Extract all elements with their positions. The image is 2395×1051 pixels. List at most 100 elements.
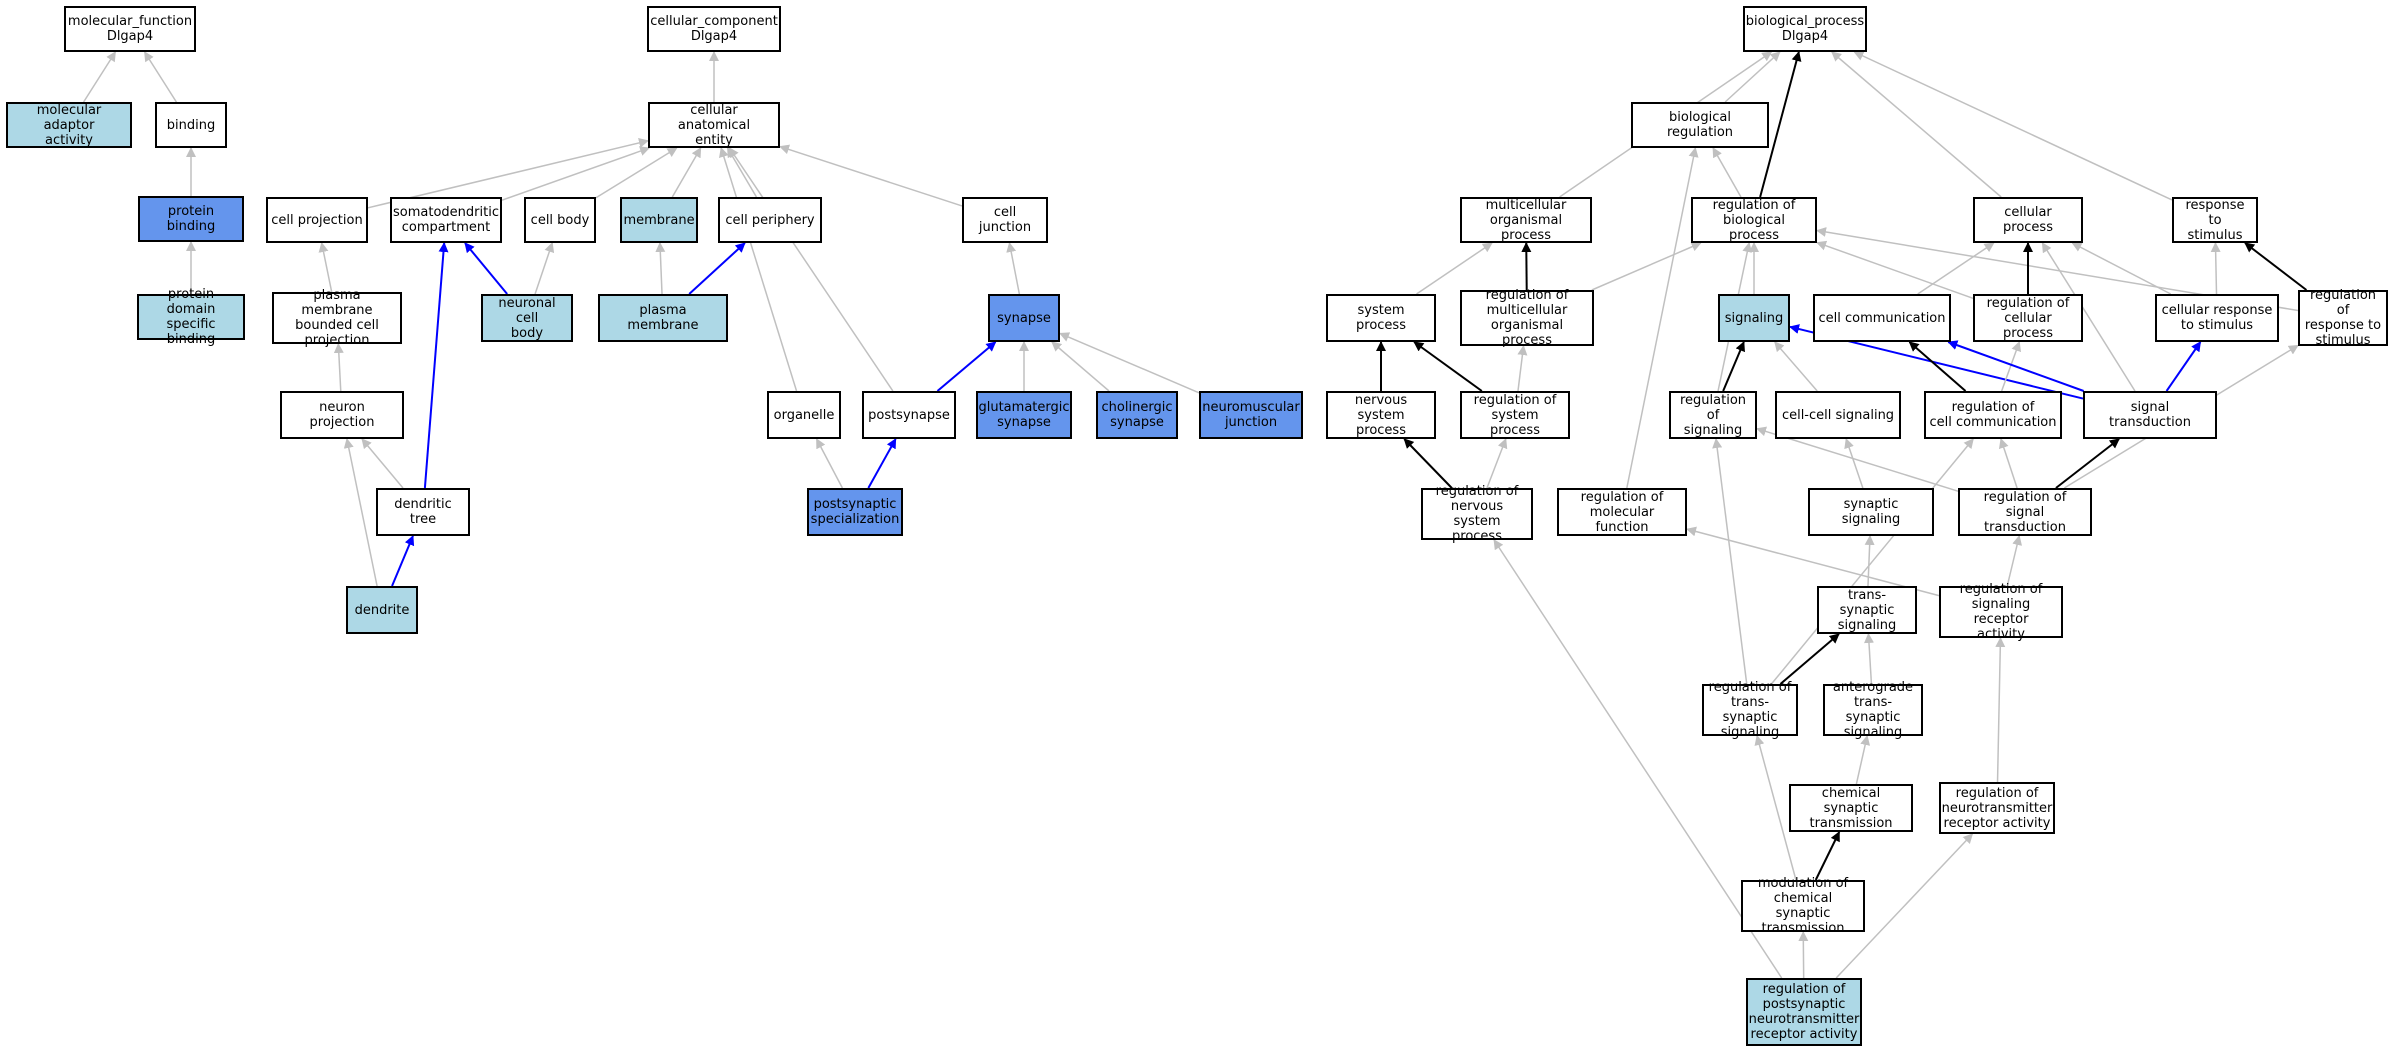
edge-pm_bounded-to-cell_projection — [318, 242, 333, 293]
edge-cholinergic-to-synapse — [1051, 341, 1110, 392]
node-biological-regulation: biological regulation — [1631, 102, 1769, 148]
edge-neuronal_cell_body-to-somatodendritic — [464, 242, 508, 295]
edge-signal_trans-to-cell_comm — [1947, 340, 2085, 392]
edge-plasma_membrane-to-cell_periphery — [688, 242, 746, 295]
node-dendritic-tree: dendritic tree — [376, 488, 470, 536]
node-regulation-of-cell-communication: regulation of cell communication — [1924, 391, 2062, 439]
node-modulation-of-chemical-synaptic-transmission: modulation of chemical synaptic transmis… — [1741, 876, 1865, 936]
edge-reg_postsyn-to-reg_nervous — [1493, 539, 1783, 979]
node-regulation-of-trans-synaptic-signaling: regulation of trans-synaptic signaling — [1702, 680, 1798, 740]
node-regulation-of-signal-transduction: regulation of signal transduction — [1958, 488, 2092, 536]
edge-neuron_projection-to-pm_bounded — [333, 343, 344, 392]
node-somatodendritic-compartment: somatodendritic compartment — [390, 197, 502, 243]
node-dendrite: dendrite — [346, 586, 418, 634]
edge-dendritic_tree-to-somatodendritic — [423, 242, 449, 489]
edge-cell_resp_stim-to-resp_stim — [2210, 242, 2221, 295]
edge-dendritic_tree-to-neuron_projection — [361, 438, 404, 489]
edge-signal_trans-to-cellular_process — [2041, 242, 2136, 392]
edge-reg_sig_trans-to-reg_signaling — [1756, 426, 1959, 492]
edge-reg_sys_proc-to-system_process — [1413, 341, 1483, 392]
node-regulation-of-molecular-function: regulation of molecular function — [1557, 488, 1687, 536]
edge-bio_reg-to-bp_root — [1724, 51, 1781, 103]
edge-dendrite-to-dendritic_tree — [391, 535, 415, 587]
edge-reg_sig_trans-to-signal_trans — [2055, 438, 2120, 489]
edge-cell_periphery-to-cell_anat — [726, 147, 758, 198]
node-regulation-of-response-to-stimulus: regulation of response to stimulus — [2298, 288, 2388, 348]
node-cellular-process: cellular process — [1973, 197, 2083, 243]
node-cell-body: cell body — [524, 197, 596, 243]
edge-mod_chem-to-reg_trans_syn — [1754, 735, 1797, 881]
edge-cell_projection-to-cell_anat — [367, 138, 649, 209]
node-cell-periphery: cell periphery — [718, 197, 822, 243]
node-neuronal-cell-body: neuronal cell body — [481, 294, 573, 342]
edge-reg_multicell-to-reg_bio — [1591, 241, 1702, 291]
node-neuromuscular-junction: neuromuscular junction — [1199, 391, 1303, 439]
node-regulation-of-signaling: regulation of signaling — [1669, 391, 1757, 439]
edge-cell_cell_sig-to-signaling — [1774, 341, 1818, 392]
edge-syn_sig-to-cell_cell_sig — [1844, 438, 1864, 489]
node-cellular-anatomical-entity: cellular anatomical entity — [648, 102, 780, 148]
node-regulation-of-cellular-process: regulation of cellular process — [1973, 294, 2083, 342]
edge-mol_adaptor-to-mf_root — [82, 51, 117, 103]
node-glutamatergic-synapse: glutamatergic synapse — [976, 391, 1072, 439]
edge-reg_trans_syn-to-trans_syn — [1779, 633, 1840, 685]
node-molecular-function-root: molecular_function Dlgap4 — [64, 6, 196, 52]
edge-reg_bio-to-bp_root — [1759, 51, 1802, 198]
edge-cellular_process-to-bp_root — [1831, 51, 2002, 198]
node-cholinergic-synapse: cholinergic synapse — [1096, 391, 1178, 439]
node-regulation-of-neurotransmitter-receptor-activity: regulation of neurotransmitter receptor … — [1939, 782, 2055, 834]
node-cell-projection: cell projection — [266, 197, 368, 243]
node-plasma-membrane: plasma membrane — [598, 294, 728, 342]
node-regulation-of-multicellular-organismal-process: regulation of multicellular organismal p… — [1460, 288, 1594, 348]
node-protein-domain-specific-binding: protein domain specific binding — [137, 287, 245, 347]
node-trans-synaptic-signaling: trans-synaptic signaling — [1817, 586, 1917, 634]
edge-postsynapse-to-cell_anat — [728, 147, 894, 392]
edge-reg_signaling-to-signaling — [1722, 341, 1745, 392]
edge-binding-to-mf_root — [143, 51, 178, 103]
node-regulation-of-nervous-system-process: regulation of nervous system process — [1421, 484, 1533, 544]
node-cell-communication: cell communication — [1813, 294, 1951, 342]
edge-cell_junction-to-cell_anat — [779, 144, 963, 207]
node-anterograde-trans-synaptic-signaling: anterograde trans-synaptic signaling — [1823, 680, 1923, 740]
node-synaptic-signaling: synaptic signaling — [1808, 488, 1934, 536]
edge-postsyn_spec-to-postsynapse — [867, 438, 897, 489]
edge-reg_cell_proc-to-reg_bio — [1816, 240, 1974, 300]
edge-somatodendritic-to-cell_anat — [501, 146, 651, 201]
node-nervous-system-process: nervous system process — [1326, 391, 1436, 439]
edge-reg_bio-to-bio_reg — [1712, 147, 1742, 198]
node-response-to-stimulus: response to stimulus — [2172, 197, 2258, 243]
node-membrane: membrane — [620, 197, 698, 243]
node-system-process: system process — [1326, 294, 1436, 342]
node-binding: binding — [155, 102, 227, 148]
edge-reg_cell_comm-to-cell_comm — [1908, 341, 1967, 392]
node-chemical-synaptic-transmission: chemical synaptic transmission — [1789, 784, 1913, 832]
node-biological-process-root: biological_process Dlgap4 — [1743, 6, 1867, 52]
edge-reg_cell_comm-to-reg_cell_proc — [2000, 341, 2021, 392]
node-organelle: organelle — [767, 391, 841, 439]
node-postsynaptic-specialization: postsynaptic specialization — [807, 488, 903, 536]
node-multicellular-organismal-process: multicellular organismal process — [1460, 197, 1592, 243]
node-synapse: synapse — [988, 294, 1060, 342]
node-signal-transduction: signal transduction — [2083, 391, 2217, 439]
edge-reg_mol_func-to-bio_reg — [1626, 147, 1699, 489]
edge-reg_nervous-to-nervous_sys — [1403, 438, 1453, 489]
edge-postsynapse-to-synapse — [936, 341, 997, 392]
node-cellular-response-to-stimulus: cellular response to stimulus — [2155, 294, 2279, 342]
node-postsynapse: postsynapse — [862, 391, 956, 439]
edge-reg_trans_syn-to-reg_signaling — [1712, 438, 1748, 685]
edge-membrane-to-cell_anat — [671, 147, 702, 198]
edge-organelle-to-cell_anat — [719, 147, 798, 392]
edge-neuromuscular-to-synapse — [1059, 332, 1200, 394]
edge-antero-to-trans_syn — [1863, 633, 1874, 685]
edge-system_process-to-multicell — [1416, 242, 1493, 295]
edge-reg_trans_syn-to-reg_cell_comm — [1770, 438, 1974, 685]
edge-cell_body-to-cell_anat — [595, 147, 678, 199]
edge-reg_resp_stim-to-resp_stim — [2244, 242, 2308, 291]
edge-plasma_membrane-to-membrane — [655, 242, 666, 295]
node-regulation-of-system-process: regulation of system process — [1460, 391, 1570, 439]
edge-signal_trans-to-cell_resp_stim — [2165, 341, 2202, 392]
node-plasma-membrane-bounded-cell-projection: plasma membrane bounded cell projection — [272, 288, 402, 348]
node-cell-junction: cell junction — [962, 197, 1048, 243]
